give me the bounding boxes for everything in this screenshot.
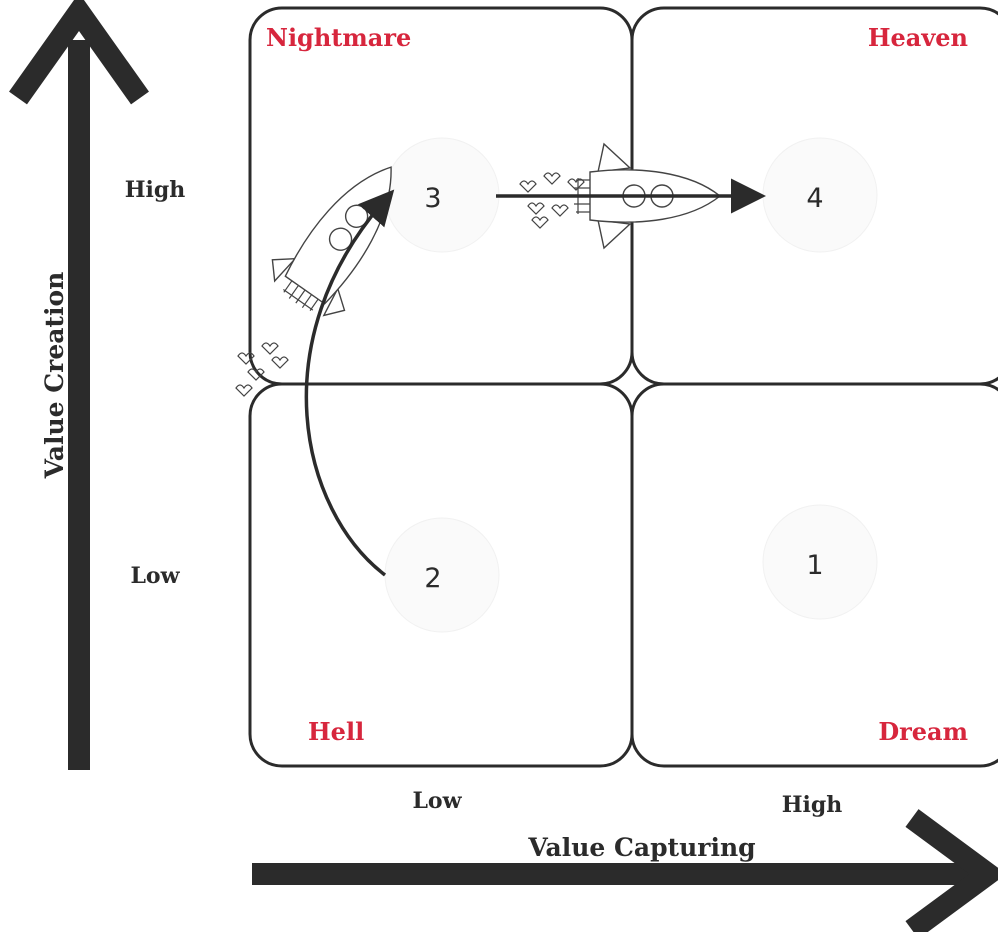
x-axis-title: Value Capturing (527, 833, 755, 862)
quadrant-label-dream: Dream (878, 717, 968, 746)
halo-3 (384, 137, 500, 253)
marker-3: 3 (424, 183, 441, 214)
y-axis-high-label: High (125, 177, 186, 203)
quadrant-label-heaven: Heaven (868, 23, 968, 52)
y-axis-title: Value Creation (40, 272, 69, 480)
y-axis-arrow (9, 0, 149, 770)
x-axis-low-label: Low (412, 788, 462, 814)
marker-4: 4 (806, 183, 823, 214)
x-axis-high-label: High (782, 792, 843, 818)
arrow-2-to-3 (304, 189, 395, 577)
hearts-icon-horizontal (519, 172, 585, 229)
halo-1 (762, 504, 878, 620)
halo-2 (384, 517, 500, 633)
marker-2: 2 (424, 563, 441, 594)
marker-1: 1 (806, 550, 823, 581)
x-axis-arrow (252, 809, 998, 932)
quadrant-label-nightmare: Nightmare (266, 23, 411, 52)
quadrant-label-hell: Hell (308, 717, 364, 746)
hearts-icon-diagonal (235, 342, 289, 397)
y-axis-low-label: Low (130, 563, 180, 589)
